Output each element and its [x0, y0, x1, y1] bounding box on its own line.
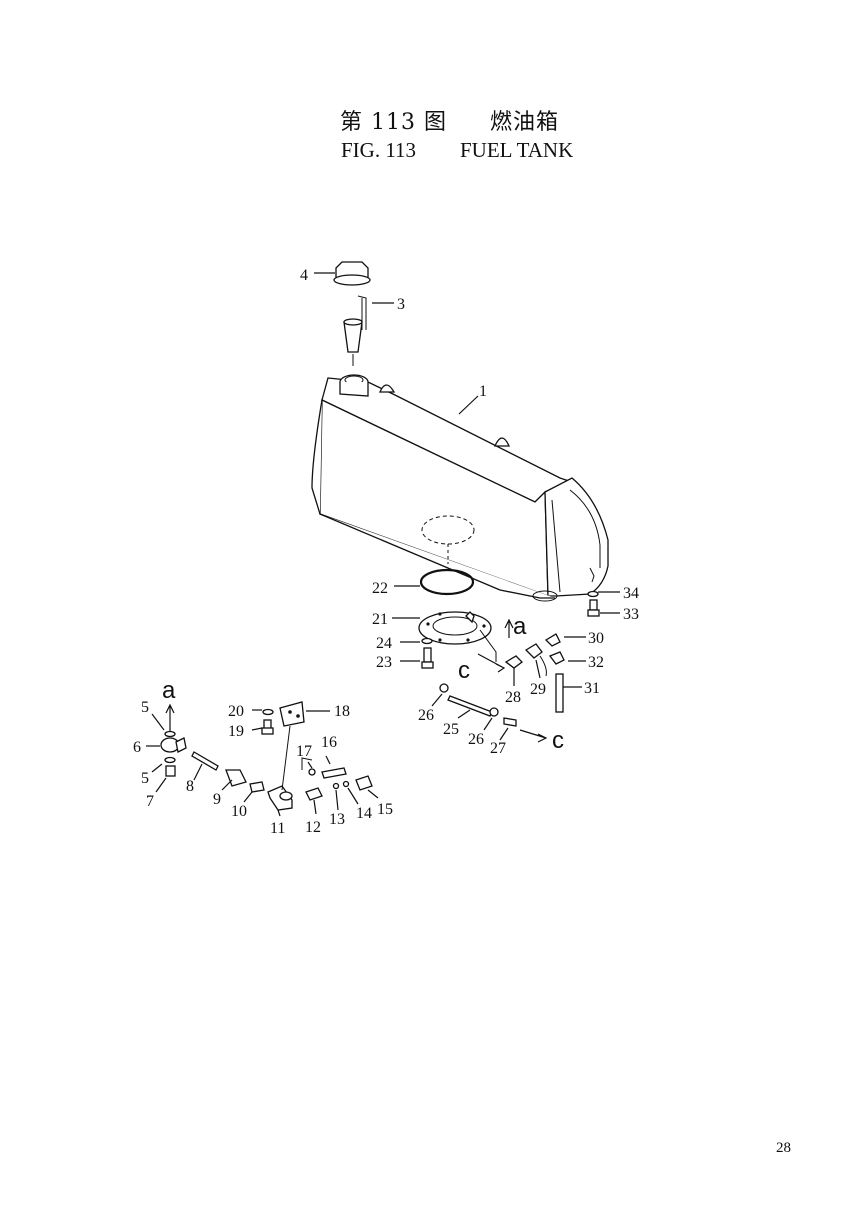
- figure-number-cn: 第 113 图: [340, 110, 447, 135]
- arrow-c-tank: [477, 653, 506, 673]
- callout-26-right: 26: [468, 731, 484, 748]
- callout-34: 34: [623, 585, 639, 602]
- callout-5-bottom: 5: [141, 770, 149, 787]
- callout-23: 23: [376, 654, 392, 671]
- callout-27: 27: [490, 740, 506, 757]
- callout-18: 18: [334, 703, 350, 720]
- callout-17: 17: [296, 743, 312, 760]
- callout-30: 30: [588, 630, 604, 647]
- callout-12: 12: [305, 819, 321, 836]
- callout-31: 31: [584, 680, 600, 697]
- figure-number-en: FIG. 113: [341, 138, 417, 162]
- callout-33: 33: [623, 606, 639, 623]
- callout-11: 11: [270, 820, 285, 837]
- tank-piping-right: [504, 633, 565, 713]
- callout-3: 3: [397, 296, 405, 313]
- drain-bolt: [587, 590, 600, 617]
- callout-15: 15: [377, 801, 393, 818]
- callout-13: 13: [329, 811, 345, 828]
- lock-wire: [357, 295, 367, 330]
- flange-bolt: [421, 637, 434, 669]
- callout-19: 19: [228, 723, 244, 740]
- view-marker-c-tube: c: [552, 727, 564, 754]
- callout-32: 32: [588, 654, 604, 671]
- callout-7: 7: [146, 793, 154, 810]
- arrow-a-left: [165, 703, 175, 735]
- view-marker-a-left: a: [162, 677, 176, 704]
- left-valve-assembly: [160, 701, 373, 811]
- callout-1: 1: [479, 383, 487, 400]
- callout-24: 24: [376, 635, 392, 652]
- callout-8: 8: [186, 778, 194, 795]
- view-marker-a-tank: a: [513, 613, 527, 640]
- filler-cap: [333, 261, 371, 286]
- fuel-tube: [439, 683, 517, 727]
- callout-25: 25: [443, 721, 459, 738]
- figure-name-cn: 燃油箱: [490, 110, 560, 135]
- callout-28: 28: [505, 689, 521, 706]
- callout-labels: 1 3 4 5 5 6 7 8 9 10 11 12 13 14 15 16 1…: [133, 267, 639, 837]
- callout-14: 14: [356, 805, 372, 822]
- callout-4: 4: [300, 267, 308, 284]
- page-number: 28: [776, 1140, 791, 1156]
- figure-name-en: FUEL TANK: [460, 138, 574, 162]
- leader-lines: [146, 272, 620, 817]
- arrow-a-tank: [504, 618, 514, 638]
- callout-5-top: 5: [141, 699, 149, 716]
- callout-10: 10: [231, 803, 247, 820]
- strainer: [343, 318, 363, 366]
- callout-21: 21: [372, 611, 388, 628]
- view-marker-c-tank: c: [458, 657, 470, 684]
- callout-6: 6: [133, 739, 141, 756]
- arrow-c-tube: [519, 729, 548, 743]
- callout-22: 22: [372, 580, 388, 597]
- fuel-tank-body: [311, 374, 609, 602]
- callout-16: 16: [321, 734, 337, 751]
- o-ring: [419, 568, 475, 596]
- callout-9: 9: [213, 791, 221, 808]
- callout-29: 29: [530, 681, 546, 698]
- suction-plate: [418, 611, 497, 662]
- callout-26-left: 26: [418, 707, 434, 724]
- callout-20: 20: [228, 703, 244, 720]
